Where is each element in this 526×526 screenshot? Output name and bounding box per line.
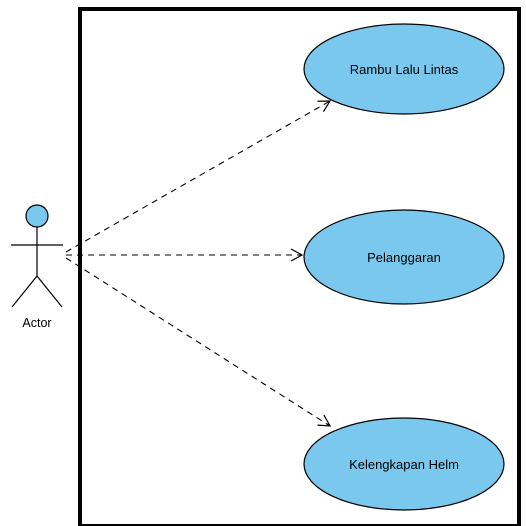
use-case-pelanggaran[interactable]: Pelanggaran [303,209,505,305]
actor[interactable]: Actor [11,204,63,330]
use-case-label: Rambu Lalu Lintas [350,62,459,77]
actor-head [25,204,49,228]
use-case-ellipse [303,23,505,115]
actor-right-leg [36,275,63,308]
association-uc1 [65,100,332,253]
use-case-ellipse [303,417,505,511]
use-case-ellipse [303,209,505,305]
use-case-label: Kelengkapan Helm [349,457,459,472]
association-uc3 [65,257,332,427]
use-case-kelengkapan-helm[interactable]: Kelengkapan Helm [303,417,505,511]
use-case-rambu-lalu-lintas[interactable]: Rambu Lalu Lintas [303,23,505,115]
actor-label: Actor [22,316,51,330]
actor-left-leg [11,275,38,308]
use-case-label: Pelanggaran [367,250,441,265]
